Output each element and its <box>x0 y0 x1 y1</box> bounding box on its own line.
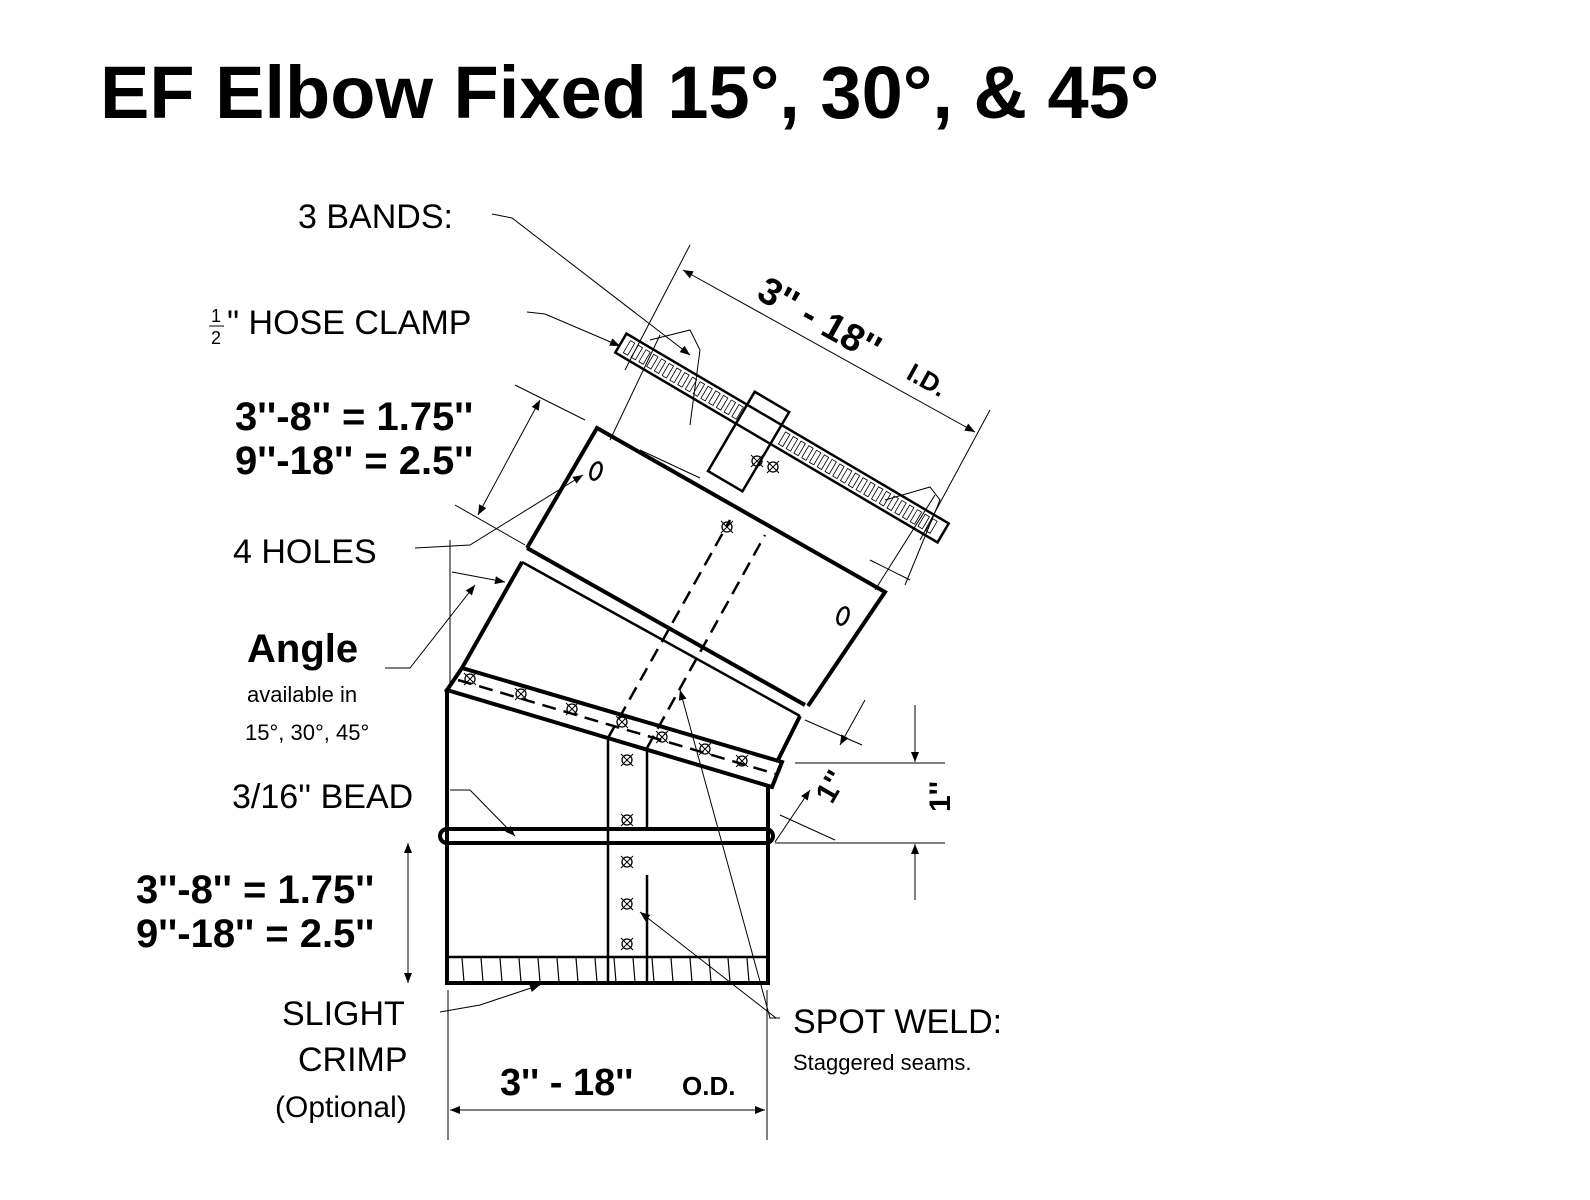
bead-label: 3/16'' BEAD <box>232 778 413 816</box>
elbow-body <box>438 329 941 985</box>
od-unit: O.D. <box>682 1071 735 1101</box>
lower-length-label-2: 9''-18'' = 2.5'' <box>136 912 374 956</box>
page-title: EF Elbow Fixed 15°, 30°, & 45° <box>100 51 1159 134</box>
angle-label: Angle <box>247 627 358 671</box>
dimension-lines <box>385 213 991 1140</box>
upper-length-label-1: 3''-8'' = 1.75'' <box>235 395 473 439</box>
hose-clamp-fraction-den: 2 <box>211 328 221 348</box>
bands-label: 3 BANDS: <box>298 198 453 236</box>
gore-dimension: 1'' <box>809 765 853 808</box>
crimp-label-2: CRIMP <box>298 1041 408 1079</box>
spot-weld-label: SPOT WELD: <box>793 1003 1002 1041</box>
crimp-label-3: (Optional) <box>275 1091 407 1124</box>
hole-icon <box>589 461 603 481</box>
spot-weld-sub: Staggered seams. <box>793 1050 972 1075</box>
hole-icon <box>836 606 850 626</box>
upper-length-label-2: 9''-18'' = 2.5'' <box>235 439 473 483</box>
crimp-label-1: SLIGHT <box>282 995 405 1033</box>
hose-clamp-fraction-num: 1 <box>211 306 221 326</box>
hose-clamp-label: " HOSE CLAMP <box>227 304 471 342</box>
bead-dimension: 1'' <box>924 781 957 812</box>
od-value: 3'' - 18'' <box>500 1062 633 1104</box>
id-value: 3'' - 18'' <box>751 269 888 370</box>
angle-sub-2: 15°, 30°, 45° <box>245 720 369 745</box>
crimp-pattern <box>461 957 750 983</box>
angle-sub-1: available in <box>247 682 357 707</box>
holes-label: 4 HOLES <box>233 533 377 571</box>
lower-length-label-1: 3''-8'' = 1.75'' <box>136 868 374 912</box>
spot-welds <box>463 454 780 951</box>
